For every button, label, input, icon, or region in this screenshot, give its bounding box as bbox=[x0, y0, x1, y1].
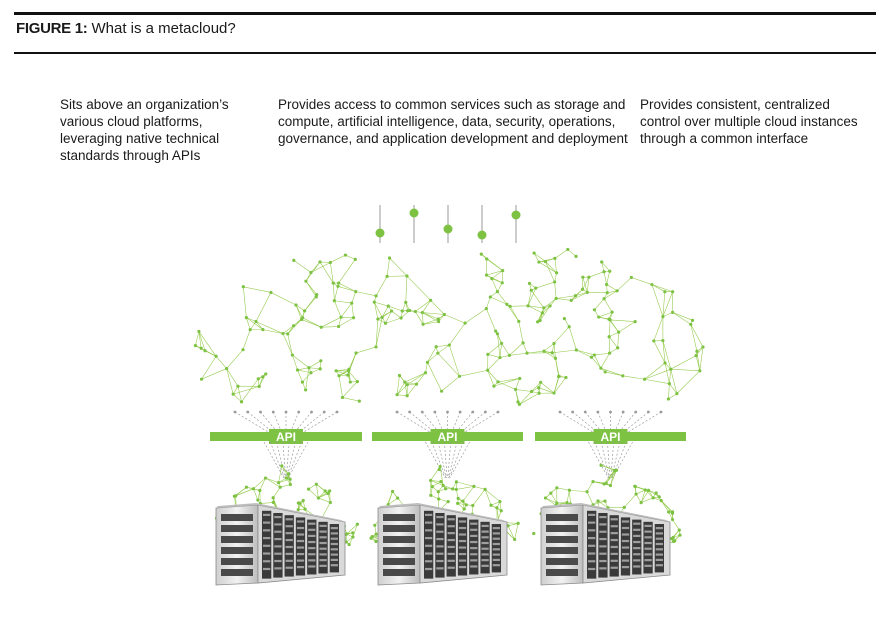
slider-knob bbox=[477, 230, 487, 240]
metacloud-mesh bbox=[193, 247, 705, 406]
description-right: Provides consistent, centralized control… bbox=[640, 97, 858, 146]
api-bar-icon: API bbox=[210, 410, 362, 479]
metacloud-mesh-icon bbox=[193, 247, 705, 406]
description-center: Provides access to common services such … bbox=[278, 97, 628, 146]
server-rack-icon bbox=[215, 503, 346, 586]
cloud-platform bbox=[369, 464, 520, 586]
slider-knob bbox=[443, 224, 453, 234]
cloud-platforms bbox=[214, 463, 682, 586]
figure-label: FIGURE 1: bbox=[16, 20, 88, 37]
api-bar-icon: API bbox=[372, 410, 523, 479]
api-layer: API API API bbox=[210, 410, 686, 479]
api-label: API bbox=[600, 430, 620, 444]
slider-knob bbox=[511, 210, 521, 220]
description-left: Sits above an organization’s various clo… bbox=[60, 97, 229, 163]
server-rack-icon bbox=[540, 503, 671, 586]
cloud-platform bbox=[214, 464, 359, 586]
api-label: API bbox=[437, 430, 457, 444]
slider-knob bbox=[409, 208, 419, 218]
api-bar-icon: API bbox=[535, 410, 686, 479]
top-rule bbox=[14, 12, 876, 15]
api-label: API bbox=[276, 430, 296, 444]
slider-controls-icon bbox=[375, 205, 521, 243]
figure-title: FIGURE 1:What is a metacloud? bbox=[16, 20, 236, 37]
server-rack-icon bbox=[377, 503, 508, 586]
slider-knob bbox=[375, 228, 385, 238]
cloud-platform bbox=[532, 463, 682, 586]
title-rule bbox=[14, 52, 876, 54]
figure-title-text: What is a metacloud? bbox=[91, 20, 236, 37]
